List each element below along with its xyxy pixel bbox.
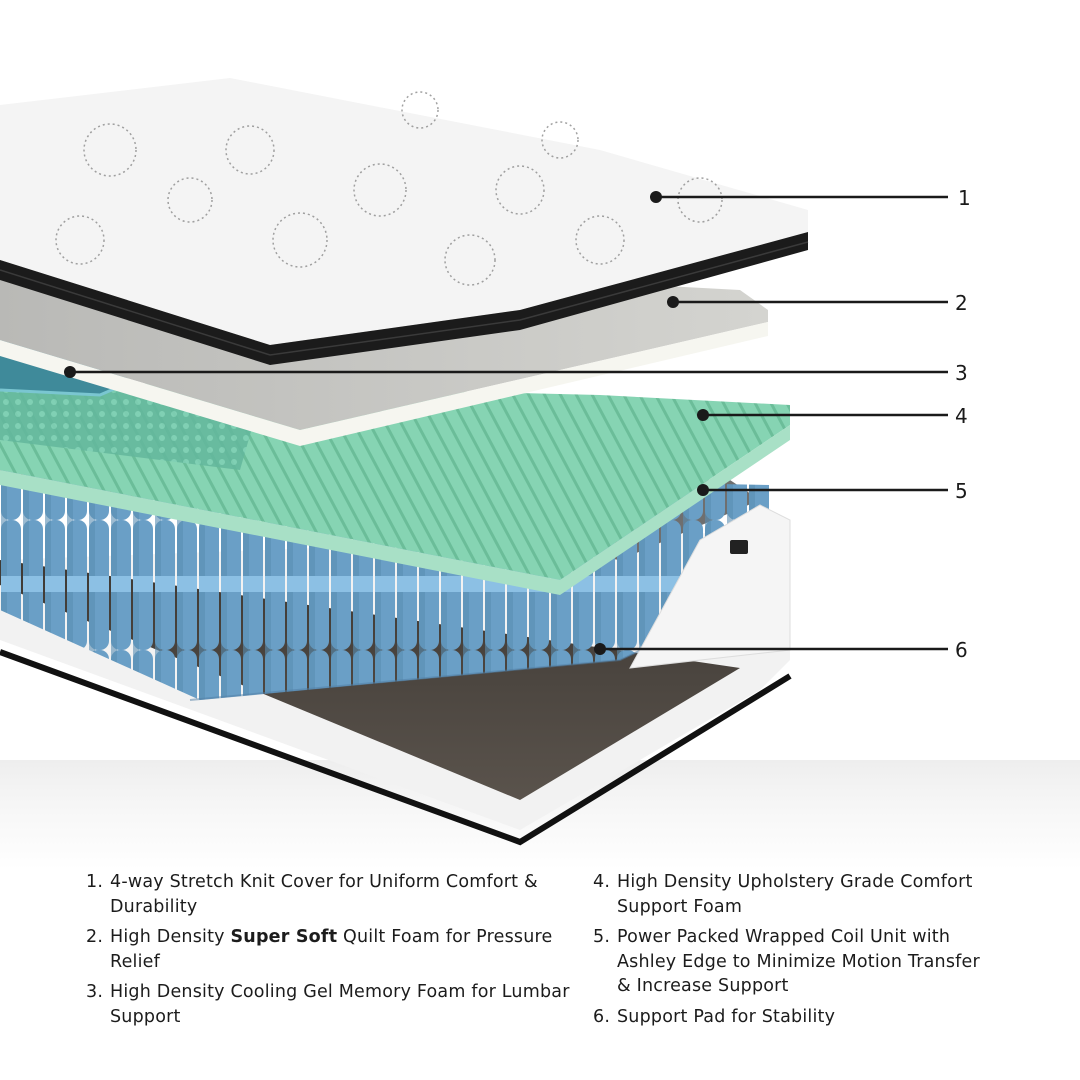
layer-legend: 1. 4-way Stretch Knit Cover for Uniform … — [86, 870, 1006, 1035]
legend-item-6: 6. Support Pad for Stability — [593, 1006, 836, 1027]
callout-dots — [64, 191, 709, 655]
legend-item-5: 5. Power Packed Wrapped Coil Unit with A… — [593, 927, 980, 996]
legend-item-4: 4. High Density Upholstery Grade Comfort… — [593, 872, 973, 917]
callout-4: 4 — [955, 404, 968, 428]
brand-tag — [730, 540, 748, 554]
callout-2: 2 — [955, 291, 968, 315]
legend-item-3: 3. High Density Cooling Gel Memory Foam … — [86, 982, 570, 1027]
legend-column-left: 1. 4-way Stretch Knit Cover for Uniform … — [86, 870, 593, 1035]
callout-1: 1 — [958, 186, 971, 210]
callout-5: 5 — [955, 479, 968, 503]
legend-item-2: 2. High Density Super Soft Quilt Foam fo… — [86, 927, 553, 972]
mattress-illustration — [0, 78, 948, 846]
knit-cover-layer — [0, 78, 809, 365]
emphasis-text: Super Soft — [230, 927, 338, 947]
callout-6: 6 — [955, 638, 968, 662]
edge-support-wedge — [629, 504, 791, 669]
legend-item-1: 1. 4-way Stretch Knit Cover for Uniform … — [86, 872, 538, 917]
callout-3: 3 — [955, 361, 968, 385]
mattress-diagram: 1 2 3 4 5 6 — [0, 78, 971, 846]
legend-column-right: 4. High Density Upholstery Grade Comfort… — [593, 870, 993, 1035]
leader-lines — [70, 195, 948, 651]
